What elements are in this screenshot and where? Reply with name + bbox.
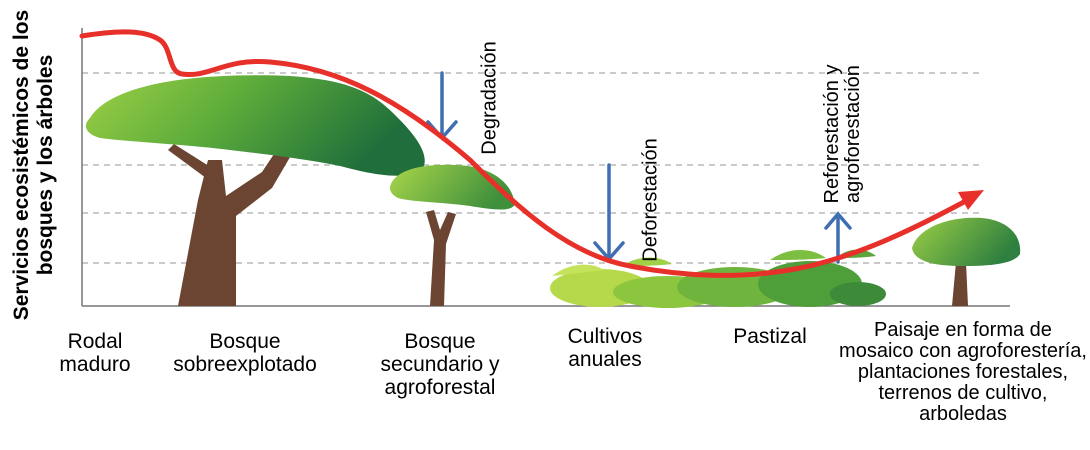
- mosaic-tree: [912, 218, 1020, 306]
- stage-label-mature-stand: Rodal maduro: [40, 330, 150, 376]
- secondary-tree-trunk: [426, 210, 456, 306]
- stage-label-overexploited-forest: Bosque sobreexplotado: [160, 330, 330, 376]
- deforestation-arrow: [595, 165, 623, 259]
- leaf-3: [770, 250, 826, 260]
- reforestation-label: Reforestación y agroforestación: [822, 39, 864, 229]
- mosaic-tree-trunk: [952, 262, 968, 306]
- mosaic-tree-canopy: [912, 218, 1020, 266]
- stage-label-pasture: Pastizal: [715, 325, 825, 348]
- y-axis-label-text: Servicios ecosistémicos de los bosques y…: [10, 0, 58, 330]
- y-axis-label: Servicios ecosistémicos de los bosques y…: [9, 0, 59, 330]
- stage-label-secondary-forest: Bosque secundario y agroforestal: [355, 330, 525, 399]
- deforestation-label: Deforestación: [641, 138, 662, 261]
- mature-forest-tree: [86, 75, 425, 306]
- degradation-label: Degradación: [480, 41, 501, 154]
- mature-tree-branch: [168, 144, 212, 178]
- curve-arrowhead: [958, 190, 984, 210]
- stage-label-annual-crops: Cultivos anuales: [540, 325, 670, 371]
- crop-cluster-5: [830, 282, 886, 306]
- stage-label-mosaic-landscape: Paisaje en forma de mosaico con agrofore…: [838, 320, 1088, 425]
